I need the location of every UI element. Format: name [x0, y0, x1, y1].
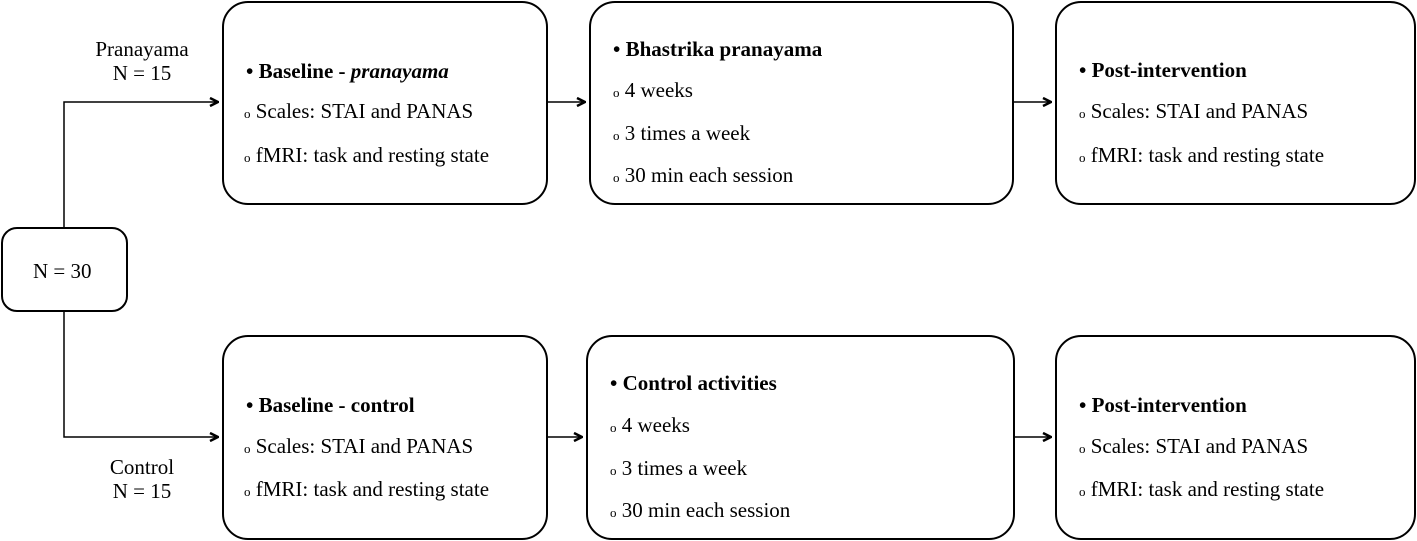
control-post-item: Scales: STAI and PANAS [1090, 434, 1309, 458]
hollow-bullet: o [1079, 441, 1086, 456]
hollow-bullet: o [1079, 484, 1086, 499]
pranayama-post-item: Scales: STAI and PANAS [1090, 99, 1309, 123]
control-post-title: Post-intervention [1091, 393, 1247, 417]
control-intervention-title: Control activities [622, 371, 777, 395]
hollow-bullet: o [613, 85, 620, 100]
hollow-bullet: o [613, 170, 620, 185]
branch-line-pranayama [63, 102, 218, 227]
pranayama-baseline-item: fMRI: task and resting state [255, 143, 490, 167]
hollow-bullet: o [610, 463, 617, 478]
control-baseline-box: • Baseline - control o Scales: STAI and … [222, 335, 548, 540]
control-intervention-box: • Control activities o 4 weeks o 3 times… [586, 335, 1015, 540]
filled-bullet: • [246, 59, 254, 83]
group-name-pranayama: Pranayama [95, 37, 189, 61]
pranayama-baseline-item: Scales: STAI and PANAS [255, 99, 474, 123]
pranayama-baseline-box: • Baseline - pranayama o Scales: STAI an… [222, 1, 548, 205]
group-name-control: Control [109, 455, 175, 479]
pranayama-intervention-item: 30 min each session [624, 163, 794, 187]
pranayama-baseline-title: Baseline - [258, 59, 351, 83]
hollow-bullet: o [244, 150, 251, 165]
pranayama-intervention-box: • Bhastrika pranayama o 4 weeks o 3 time… [589, 1, 1014, 205]
hollow-bullet: o [610, 505, 617, 520]
hollow-bullet: o [1079, 106, 1086, 121]
pranayama-intervention-item: 4 weeks [624, 78, 693, 102]
group-n-pranayama: N = 15 [112, 61, 172, 85]
control-post-box: • Post-intervention o Scales: STAI and P… [1055, 335, 1416, 540]
control-intervention-item: 4 weeks [621, 413, 690, 437]
control-baseline-title: Baseline - control [258, 393, 415, 417]
control-baseline-item: fMRI: task and resting state [255, 477, 490, 501]
pranayama-intervention-item: 3 times a week [624, 121, 751, 145]
total-sample-box: N = 30 [1, 227, 128, 312]
filled-bullet: • [1079, 393, 1087, 417]
group-label-pranayama: Pranayama N = 15 [72, 37, 212, 85]
filled-bullet: • [1079, 58, 1087, 82]
pranayama-post-box: • Post-intervention o Scales: STAI and P… [1055, 1, 1416, 205]
pranayama-baseline-title-emphasis: pranayama [350, 59, 449, 83]
hollow-bullet: o [1079, 150, 1086, 165]
total-sample-label: N = 30 [33, 259, 92, 283]
pranayama-post-item: fMRI: task and resting state [1090, 143, 1325, 167]
pranayama-post-title: Post-intervention [1091, 58, 1247, 82]
hollow-bullet: o [610, 420, 617, 435]
control-intervention-item: 3 times a week [621, 456, 748, 480]
filled-bullet: • [613, 37, 621, 61]
control-intervention-item: 30 min each session [621, 498, 791, 522]
hollow-bullet: o [244, 441, 251, 456]
group-n-control: N = 15 [112, 479, 172, 503]
filled-bullet: • [246, 393, 254, 417]
filled-bullet: • [610, 371, 618, 395]
hollow-bullet: o [613, 128, 620, 143]
hollow-bullet: o [244, 106, 251, 121]
branch-line-control [63, 311, 218, 437]
control-post-item: fMRI: task and resting state [1090, 477, 1325, 501]
pranayama-intervention-title: Bhastrika pranayama [625, 37, 823, 61]
control-baseline-item: Scales: STAI and PANAS [255, 434, 474, 458]
group-label-control: Control N = 15 [72, 455, 212, 503]
hollow-bullet: o [244, 484, 251, 499]
